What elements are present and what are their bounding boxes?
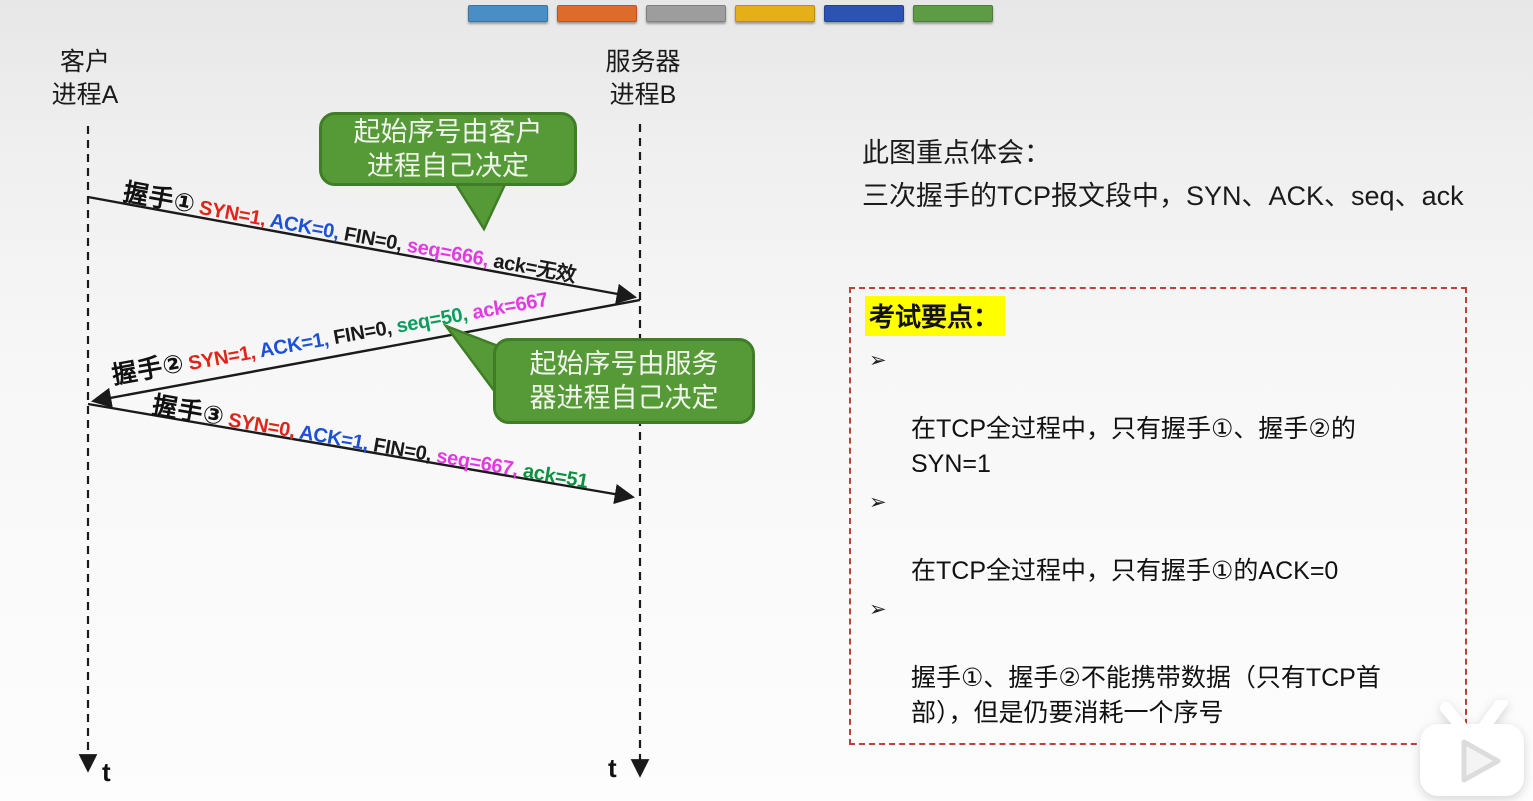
- nav-chip-navy[interactable]: [824, 5, 904, 22]
- exam-points-list: ➢ 在TCP全过程中，只有握手①、握手②的 SYN=1 ➢ 在TCP全过程中，只…: [865, 342, 1453, 731]
- nav-chip-orange[interactable]: [557, 5, 637, 22]
- time-label-client: t: [102, 757, 111, 787]
- top-nav-chips: [468, 5, 993, 22]
- bilibili-tv-play-icon[interactable]: [1414, 696, 1532, 801]
- callout-server-isn: 起始序号由服务 器进程自己决定: [493, 338, 755, 424]
- exam-points-title: 考试要点：: [865, 296, 1006, 336]
- nav-chip-gray[interactable]: [646, 5, 726, 22]
- key-point-heading: 此图重点体会： 三次握手的TCP报文段中，SYN、ACK、seq、ack: [862, 138, 1464, 211]
- handshake3-arrow: [87, 402, 636, 505]
- exam-point-text: 在TCP全过程中，只有握手①、握手②的 SYN=1: [911, 415, 1356, 478]
- exam-point-text: 握手①、握手②不能携带数据（只有TCP首 部），但是仍要消耗一个序号: [911, 664, 1381, 727]
- arrow-bullet-icon: ➢: [869, 491, 887, 514]
- server-process-label: 服务器 进程B: [605, 48, 681, 109]
- arrow-bullet-icon: ➢: [869, 598, 887, 621]
- nav-chip-green[interactable]: [913, 5, 993, 22]
- exam-point-item: ➢ 在TCP全过程中，只有握手①、握手②的 SYN=1: [865, 342, 1453, 482]
- client-process-label: 客户 进程A: [51, 48, 119, 109]
- exam-point-text: 在TCP全过程中，只有握手①的ACK=0: [911, 557, 1339, 585]
- exam-point-item: ➢ 握手①、握手②不能携带数据（只有TCP首 部），但是仍要消耗一个序号: [865, 591, 1453, 731]
- callout2-tail: [442, 323, 500, 400]
- exam-point-item: ➢ 在TCP全过程中，只有握手①的ACK=0: [865, 484, 1453, 589]
- callout-client-isn: 起始序号由客户 进程自己决定: [319, 112, 577, 186]
- handshake1-arrow: [87, 195, 638, 304]
- nav-chip-blue[interactable]: [468, 5, 548, 22]
- time-label-server: t: [608, 753, 617, 783]
- handshake2-arrow: [90, 298, 641, 408]
- exam-points-box: 考试要点： ➢ 在TCP全过程中，只有握手①、握手②的 SYN=1 ➢ 在TCP…: [849, 287, 1467, 745]
- nav-chip-yellow[interactable]: [735, 5, 815, 22]
- arrow-bullet-icon: ➢: [869, 349, 887, 372]
